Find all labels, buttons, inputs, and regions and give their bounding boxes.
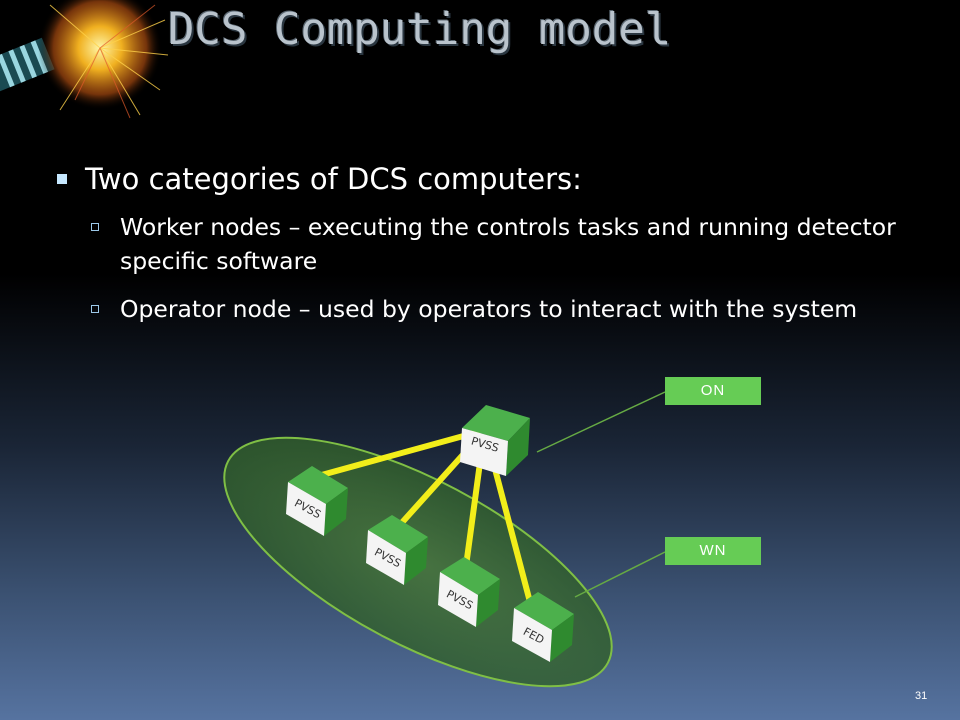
sub-bullet-text: Operator node – used by operators to int…	[120, 295, 858, 323]
particle-collision-logo	[0, 0, 169, 119]
on-callout-line	[536, 391, 666, 453]
worker-node: PVSS	[438, 557, 500, 627]
slide-title: DCS Computing model	[168, 4, 672, 55]
on-label: ON	[665, 377, 761, 405]
worker-node: PVSS	[366, 515, 428, 585]
worker-node: FED	[512, 592, 574, 662]
worker-node: PVSS	[286, 466, 348, 536]
hollow-square-bullet-icon	[91, 305, 99, 313]
bullet-list: Two categories of DCS computers: Worker …	[55, 162, 935, 340]
connection-line	[315, 429, 481, 479]
sub-bullet-worker-nodes: Worker nodes – executing the controls ta…	[55, 210, 935, 278]
sub-bullet-operator-node: Operator node – used by operators to int…	[55, 292, 935, 326]
wn-callout-line	[574, 551, 666, 598]
operator-node: PVSS	[460, 405, 530, 476]
connection-line	[487, 447, 533, 605]
sub-bullet-text: Worker nodes – executing the controls ta…	[120, 213, 896, 275]
main-bullet-text: Two categories of DCS computers:	[85, 162, 582, 196]
main-bullet: Two categories of DCS computers:	[55, 162, 935, 196]
hollow-square-bullet-icon	[91, 223, 99, 231]
wn-label: WN	[665, 537, 761, 565]
slide-number: 31	[915, 690, 928, 702]
square-bullet-icon	[57, 174, 67, 184]
